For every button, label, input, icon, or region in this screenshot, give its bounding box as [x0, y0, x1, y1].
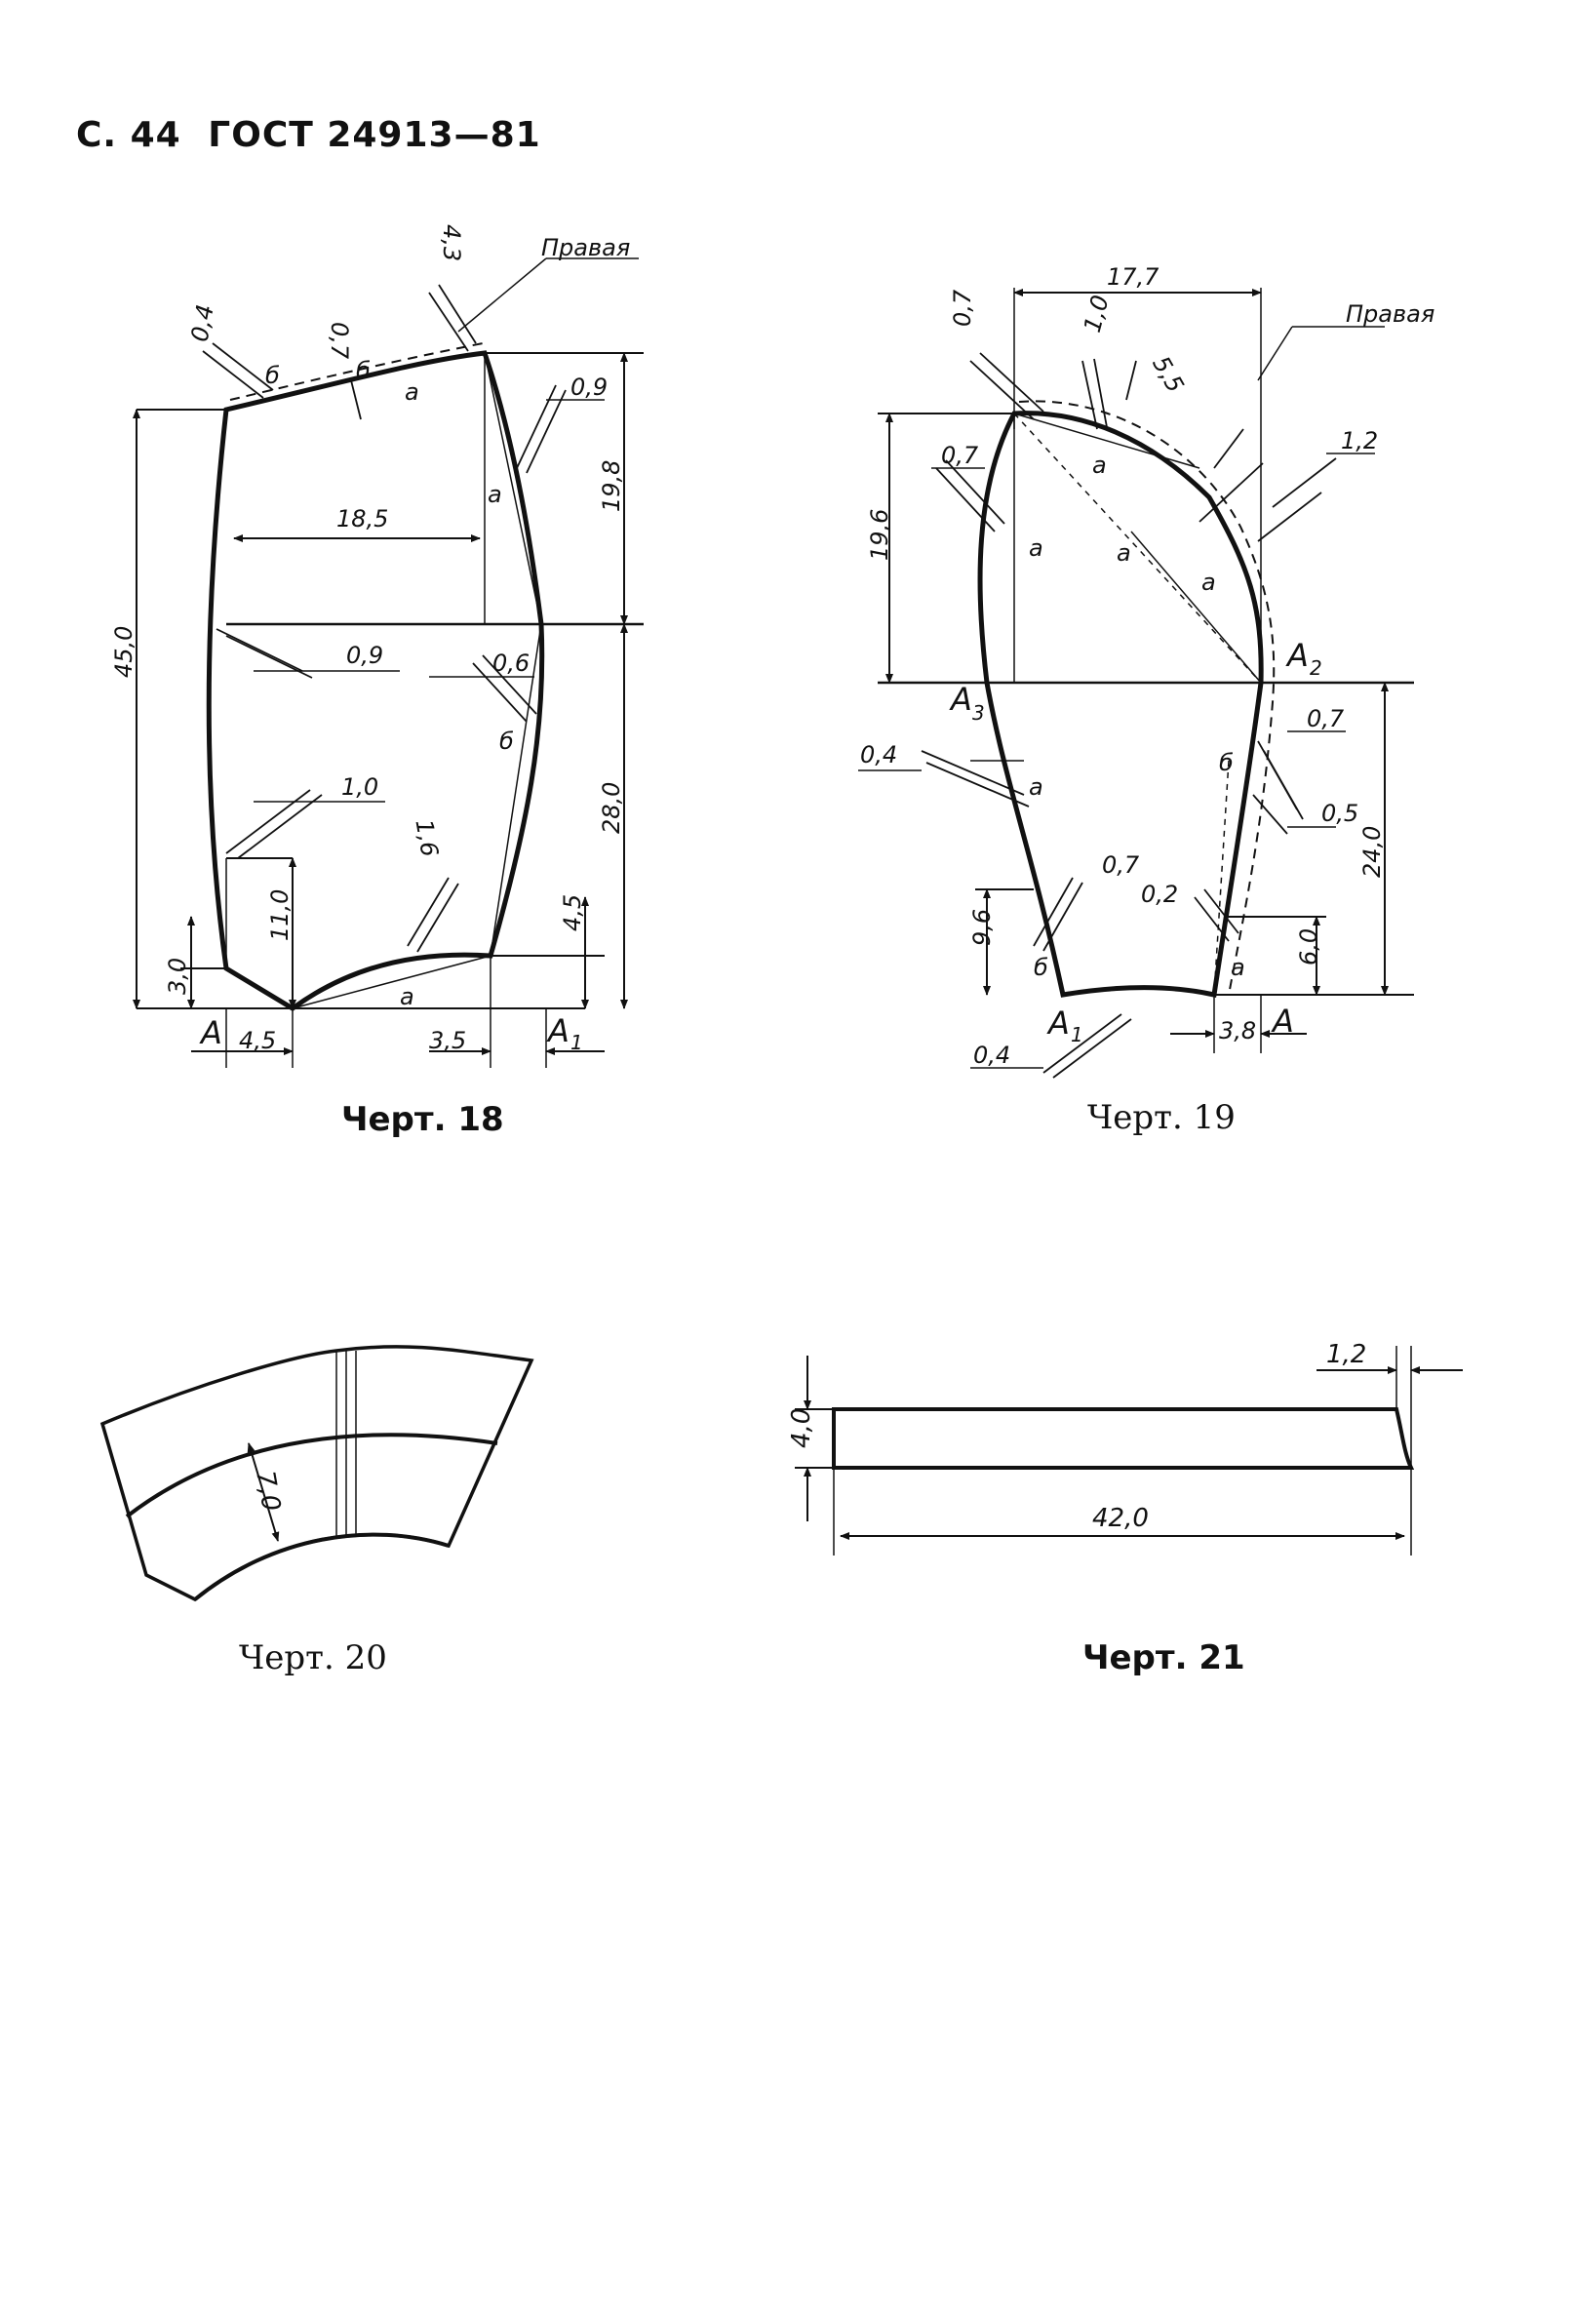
fig19-letter-b2: б: [1034, 954, 1048, 981]
fig19-letter-a3: а: [1117, 539, 1131, 567]
fig19-label-right: Правая: [1346, 300, 1434, 328]
page-number: С. 44: [76, 115, 181, 155]
fig18-dim-4-3: 4,3: [438, 224, 465, 261]
fig18-dim-18-5: 18,5: [336, 505, 388, 532]
figure-20: [99, 1345, 534, 1602]
fig18-dim-0-9-top: 0,9: [570, 374, 608, 401]
fig19-letter-b1: б: [1219, 749, 1234, 776]
fig18-letter-b1: б: [265, 362, 280, 389]
fig19-dim-0-7c: 0,7: [1307, 705, 1345, 732]
figure-18: [133, 257, 644, 1068]
fig18-letter-b3: б: [499, 728, 514, 755]
fig19-point-A1-sub: 1: [1071, 1023, 1083, 1046]
fig18-dim-4-5-h: 4,5: [239, 1027, 276, 1054]
fig18-caption: Черт. 18: [341, 1100, 504, 1139]
fig20-inner-arc: [125, 1433, 498, 1518]
fig21-dim-1-2: 1,2: [1326, 1340, 1366, 1369]
standard-number: ГОСТ 24913—81: [208, 115, 541, 155]
fig19-dim-0-7d: 0,7: [1102, 851, 1140, 879]
fig18-dim-0-7: 0,7: [326, 322, 353, 360]
fig18-dim-0-6: 0,6: [492, 650, 530, 677]
fig19-dim-3-8: 3,8: [1219, 1017, 1256, 1044]
fig19-dim-9-6: 9,6: [968, 909, 996, 946]
fig21-outline: [832, 1407, 1415, 1470]
figure-18-labels: Правая 0,4 0,7 4,3 0,9 18,5 19,8 45,0 0,…: [110, 224, 630, 1054]
fig19-dim-0-2: 0,2: [1141, 881, 1178, 908]
fig18-letter-a1: а: [405, 378, 419, 406]
fig19-dim-24-0: 24,0: [1358, 826, 1386, 878]
fig18-point-A: A: [199, 1014, 222, 1051]
fig19-letter-a1: а: [1092, 452, 1107, 479]
fig18-label-right: Правая: [541, 234, 630, 261]
fig18-dim-28-0: 28,0: [598, 782, 625, 834]
fig19-point-A1: A: [1046, 1004, 1070, 1042]
fig18-dim-0-4: 0,4: [186, 302, 219, 343]
fig18-outline: [206, 350, 545, 1012]
fig20-dim-7-0: 7,0: [250, 1469, 286, 1514]
figure-21: [795, 1346, 1463, 1556]
fig19-point-A2: A: [1285, 637, 1309, 674]
page-header: С. 44 ГОСТ 24913—81: [76, 115, 555, 155]
fig19-dim-6-0: 6,0: [1295, 928, 1322, 965]
fig19-dim-0-4a: 0,4: [860, 741, 897, 768]
fig19-dim-1-0: 1,0: [1079, 293, 1115, 335]
fig19-letter-a2: а: [1029, 534, 1043, 562]
figure-21-labels: 1,2 4,0 42,0: [787, 1340, 1366, 1533]
fig21-caption: Черт. 21: [1082, 1638, 1245, 1677]
fig19-caption: Черт. 19: [1087, 1098, 1236, 1137]
fig18-point-A1-sub: 1: [570, 1031, 583, 1054]
fig19-dim-0-7b: 0,7: [941, 442, 979, 469]
fig18-seam: [229, 342, 484, 401]
fig18-letter-b2: б: [356, 357, 371, 384]
fig19-dim-0-7a: 0,7: [949, 289, 976, 327]
fig19-point-A3: A: [949, 681, 972, 718]
fig19-seam: [1018, 400, 1276, 996]
fig19-letter-a5: а: [1029, 773, 1043, 801]
fig18-dim-0-9: 0,9: [346, 642, 383, 669]
fig20-caption: Черт. 20: [239, 1638, 387, 1677]
fig19-point-A: A: [1271, 1003, 1294, 1040]
fig19-dim-5-5: 5,5: [1147, 351, 1189, 397]
fig18-dim-1-0: 1,0: [341, 773, 378, 801]
fig19-dim-0-5: 0,5: [1321, 800, 1358, 827]
fig18-letter-a2: а: [488, 481, 502, 508]
fig18-point-A1: A: [546, 1012, 570, 1049]
figure-19-labels: Правая 17,7 0,7 1,0 5,5 1,2 0,7 19,6 0,7…: [860, 263, 1434, 1069]
figure-20-labels: 7,0: [250, 1469, 286, 1514]
fig18-dim-19-8: 19,8: [598, 460, 625, 512]
fig21-dim-42-0: 42,0: [1092, 1504, 1149, 1533]
fig19-letter-a4: а: [1201, 569, 1216, 596]
fig18-dim-1-6: 1,6: [411, 817, 444, 858]
fig20-bottom-arc: [193, 1532, 450, 1601]
fig19-dim-17-7: 17,7: [1107, 263, 1159, 291]
fig19-dim-19-6: 19,6: [866, 509, 893, 561]
fig19-point-A2-sub: 2: [1310, 656, 1322, 680]
fig18-dim-3-5: 3,5: [429, 1027, 466, 1054]
fig18-dim-45-0: 45,0: [110, 626, 138, 678]
fig19-point-A3-sub: 3: [972, 701, 985, 725]
fig19-dim-0-4b: 0,4: [973, 1042, 1010, 1069]
fig19-dim-1-2: 1,2: [1341, 427, 1378, 454]
fig20-outline: [99, 1345, 534, 1602]
fig21-dim-4-0: 4,0: [787, 1408, 816, 1448]
fig18-dim-11-0: 11,0: [266, 889, 294, 941]
figure-19: [858, 288, 1414, 1079]
fig19-letter-a6: а: [1231, 954, 1245, 981]
fig18-letter-a3: а: [400, 983, 414, 1010]
fig18-dim-3-0: 3,0: [164, 958, 191, 995]
fig18-dim-4-5-v: 4,5: [559, 894, 586, 931]
